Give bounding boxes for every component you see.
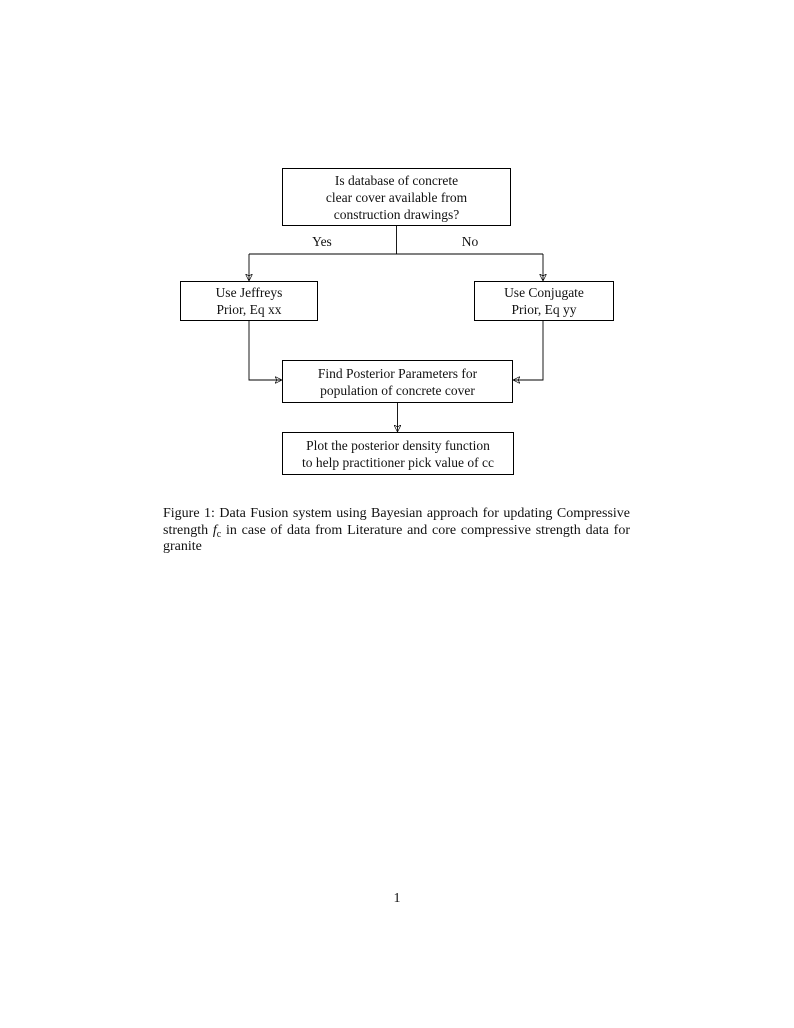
flow-node-jeffreys-prior: Use Jeffreys Prior, Eq xx <box>180 281 318 321</box>
branch-label-yes: Yes <box>312 234 332 249</box>
flow-node-plot-density: Plot the posterior density function to h… <box>282 432 514 475</box>
node-line: Prior, Eq yy <box>511 302 577 317</box>
node-line: construction drawings? <box>333 206 460 222</box>
node-line: Is database of concrete <box>334 172 459 188</box>
branch-label-no: No <box>461 234 479 249</box>
node-line: Find Posterior Parameters for <box>317 365 478 381</box>
node-line: population of concrete cover <box>320 382 475 398</box>
caption-math-subscript: c <box>216 528 222 540</box>
node-line: clear cover available from <box>325 189 468 205</box>
caption-text-before-math: Figure 1: Data Fusion system using Bayes… <box>163 506 630 538</box>
node-line: Use Jeffreys <box>215 285 283 300</box>
page-number: 1 <box>393 891 401 906</box>
caption-text-after-math: in case of data from Literature and core… <box>163 522 630 555</box>
arrow-jeffreys-to-posterior <box>248 321 282 380</box>
node-line: to help practitioner pick value of cc <box>302 454 494 470</box>
node-line: Prior, Eq xx <box>216 302 282 317</box>
arrow-conjugate-to-posterior <box>513 321 544 380</box>
flow-node-question: Is database of concrete clear cover avai… <box>282 168 511 226</box>
node-line: Plot the posterior density function <box>306 437 490 453</box>
flow-node-find-posterior: Find Posterior Parameters for population… <box>282 360 513 403</box>
figure-caption: Figure 1: Data Fusion system using Bayes… <box>163 506 630 556</box>
flow-node-conjugate-prior: Use Conjugate Prior, Eq yy <box>474 281 614 321</box>
node-line: Use Conjugate <box>504 285 584 300</box>
caption-math-variable: f <box>212 522 217 538</box>
